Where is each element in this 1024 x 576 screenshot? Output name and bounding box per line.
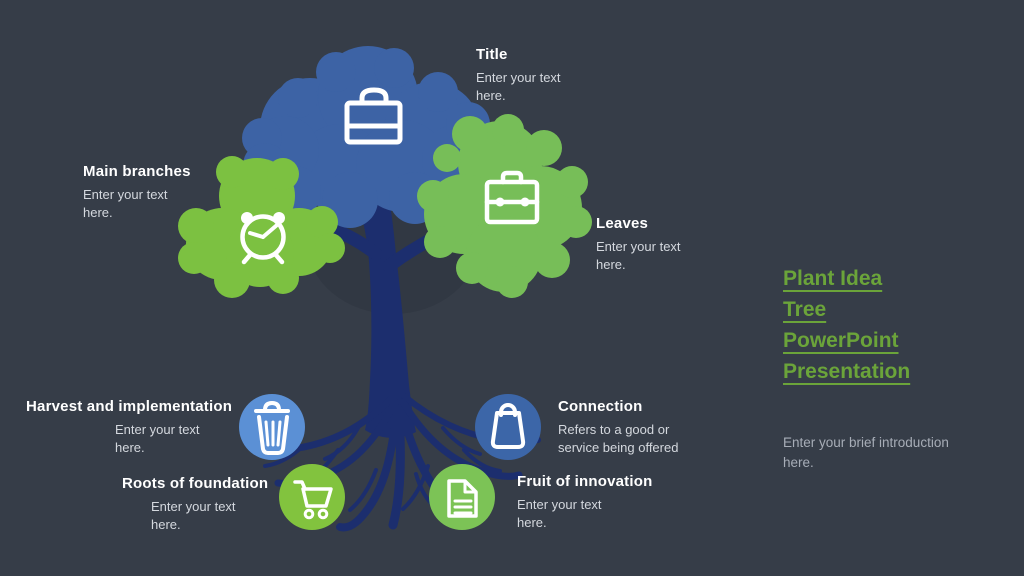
- callout-leaves-body: Enter your text here.: [596, 239, 681, 272]
- callout-roots-body: Enter your text here.: [151, 499, 236, 532]
- callout-harvest: Harvest and implementation Enter your te…: [26, 397, 232, 457]
- intro-placeholder: Enter your brief introduction here.: [783, 435, 949, 470]
- presentation-title-line: PowerPoint: [783, 329, 899, 352]
- callout-title-heading: Title: [476, 46, 508, 63]
- presentation-title-line: Plant Idea: [783, 267, 883, 290]
- callout-leaves: Leaves Enter your text here.: [596, 214, 692, 274]
- callout-roots-heading: Roots of foundation: [122, 475, 269, 492]
- callout-title: Title Enter your text here.: [476, 45, 572, 105]
- presentation-title: Plant Idea Tree PowerPoint Presentation: [783, 263, 910, 387]
- callout-fruit-heading: Fruit of innovation: [517, 473, 653, 490]
- callout-connection: Connection Refers to a good or service b…: [558, 397, 680, 457]
- shopping-bag-icon: [490, 403, 526, 449]
- roots-circle: [279, 464, 345, 530]
- callout-harvest-heading: Harvest and implementation: [26, 398, 233, 415]
- shopping-cart-icon: [293, 480, 333, 520]
- callout-harvest-body: Enter your text here.: [115, 422, 200, 455]
- trash-icon: [254, 401, 290, 455]
- presentation-title-line: Presentation: [783, 360, 911, 383]
- callout-connection-body: Refers to a good or service being offere…: [558, 422, 679, 455]
- callout-main-branches-body: Enter your text here.: [83, 187, 168, 220]
- callout-fruit: Fruit of innovation Enter your text here…: [517, 472, 652, 532]
- callout-leaves-heading: Leaves: [596, 215, 649, 232]
- cloud-blue: [242, 46, 494, 228]
- alarm-clock-icon: [240, 212, 286, 265]
- briefcase-icon: [344, 87, 403, 145]
- callout-main-branches-heading: Main branches: [83, 163, 191, 180]
- callout-roots: Roots of foundation Enter your text here…: [122, 474, 268, 534]
- callout-fruit-body: Enter your text here.: [517, 497, 602, 530]
- cloud-green-right: [417, 114, 592, 298]
- document-icon: [447, 479, 478, 518]
- callout-main-branches: Main branches Enter your text here.: [83, 162, 191, 222]
- presentation-title-line: Tree: [783, 298, 827, 321]
- callout-connection-heading: Connection: [558, 398, 643, 415]
- callout-title-body: Enter your text here.: [476, 70, 561, 103]
- fruit-circle: [429, 464, 495, 530]
- toolbox-icon: [484, 170, 540, 225]
